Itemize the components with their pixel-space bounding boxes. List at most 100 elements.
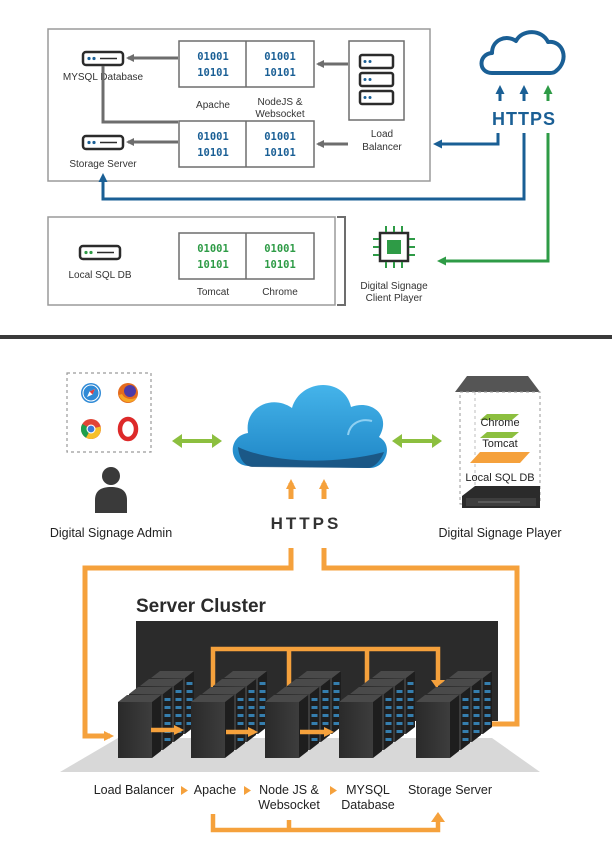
tomcat-chrome-box: 01001 10101 01001 10101: [178, 232, 315, 280]
rack-vent: [322, 722, 329, 725]
server-rack-icon: [191, 702, 225, 758]
rack-vent: [333, 722, 340, 725]
rack-vent: [473, 706, 480, 709]
bottom-bracket-connector: [210, 814, 441, 833]
rack-vent: [407, 714, 414, 717]
rack-vent: [407, 682, 414, 685]
rack-side: [152, 695, 161, 758]
https-to-load-balancer-arrow: [82, 548, 294, 741]
binary-text: 01001: [197, 51, 229, 63]
storage-rack: [416, 671, 492, 758]
browser-icons-box: [66, 372, 152, 453]
rack-vent: [186, 706, 193, 709]
rack-vent: [259, 682, 266, 685]
rack-vent: [237, 714, 244, 717]
websocket-label: Websocket: [258, 798, 320, 812]
storage-server-label: Storage Server: [69, 159, 137, 170]
local-sql-server-icon: [78, 244, 122, 261]
nodejs-label: Node JS &: [259, 783, 319, 797]
binary-text: 10101: [197, 147, 229, 159]
rack-side: [472, 679, 481, 742]
rack-vent: [259, 698, 266, 701]
binary-text: 01001: [264, 243, 296, 255]
rack-vent: [175, 698, 182, 701]
person-icon: [95, 467, 127, 513]
rack-vent: [333, 706, 340, 709]
rack-vent: [259, 722, 266, 725]
apache-node-box: 01001 10101 01001 10101: [178, 40, 315, 88]
apache-label: Apache: [196, 100, 230, 111]
rack-top: [416, 695, 459, 702]
rack-vent: [385, 706, 392, 709]
firefox-icon: [118, 383, 138, 403]
rack-vent: [462, 714, 469, 717]
local-sql-layer: [470, 452, 530, 463]
admin-cloud-double-arrow: [172, 434, 222, 448]
chrome-icon: [80, 419, 101, 439]
node-rack: [265, 671, 341, 758]
rack-vent: [396, 698, 403, 701]
rack-vent: [473, 722, 480, 725]
rack-vent: [164, 698, 171, 701]
rack-side: [332, 671, 341, 734]
storage-server-label: Storage Server: [408, 783, 492, 797]
mysql-label: MYSQL: [346, 783, 390, 797]
rack-vent: [186, 682, 193, 685]
rack-side: [384, 687, 393, 750]
rack-top: [191, 695, 234, 702]
binary-text: 01001: [197, 243, 229, 255]
chip-icon: [373, 226, 415, 268]
rack-vent: [385, 722, 392, 725]
stack-tomcat-label: Tomcat: [482, 438, 517, 450]
rack-vent: [462, 698, 469, 701]
rack-vent: [385, 714, 392, 717]
rack-side: [450, 695, 459, 758]
rack-side: [406, 671, 415, 734]
rack-vent: [473, 690, 480, 693]
digital-signage-player-label: Digital Signage Player: [439, 526, 562, 540]
rack-vent: [164, 714, 171, 717]
rack-vent: [175, 706, 182, 709]
rack-vent: [248, 690, 255, 693]
rack-vent: [311, 714, 318, 717]
arrow-head: [431, 680, 445, 690]
tomcat-label: Tomcat: [197, 287, 229, 298]
rack-top: [427, 687, 470, 694]
rack-vent: [248, 698, 255, 701]
rack-side: [225, 695, 234, 758]
rack-top: [140, 679, 183, 686]
stack-local-sql-label: Local SQL DB: [465, 472, 534, 484]
rack-top: [339, 695, 382, 702]
rack-vent: [407, 690, 414, 693]
https-label: HTTPS: [271, 514, 342, 533]
cloud-server-frame: [47, 28, 431, 182]
https-to-player-arrow: [437, 133, 550, 266]
load-balancer-label: Load: [371, 129, 393, 140]
rack-vent: [473, 714, 480, 717]
rack-side: [163, 687, 172, 750]
rack-vent: [484, 682, 491, 685]
player-stack: Chrome Tomcat Local SQL DB: [455, 376, 541, 508]
client-player-label-line2: Client Player: [366, 293, 423, 304]
load-balancer-icon: [348, 40, 405, 121]
rack-vent: [237, 738, 244, 741]
binary-text: 01001: [197, 131, 229, 143]
rack-vent: [164, 738, 171, 741]
rack-vent: [175, 722, 182, 725]
bottom-diagram: Digital Signage Admin HTTPS Ch: [50, 372, 562, 833]
local-sql-label: Local SQL DB: [69, 270, 132, 281]
rack-vent: [259, 714, 266, 717]
rack-vent: [248, 706, 255, 709]
stack-chrome-label: Chrome: [480, 417, 519, 429]
rack-vent: [322, 706, 329, 709]
rack-top: [298, 671, 341, 678]
database-label: Database: [341, 798, 395, 812]
server-cluster-title: Server Cluster: [136, 596, 267, 617]
rack-vent: [311, 698, 318, 701]
rack-vent: [237, 706, 244, 709]
rack-top: [265, 695, 308, 702]
binary-text: 10101: [197, 259, 229, 271]
safari-icon: [81, 383, 101, 403]
chrome-label: Chrome: [262, 287, 298, 298]
